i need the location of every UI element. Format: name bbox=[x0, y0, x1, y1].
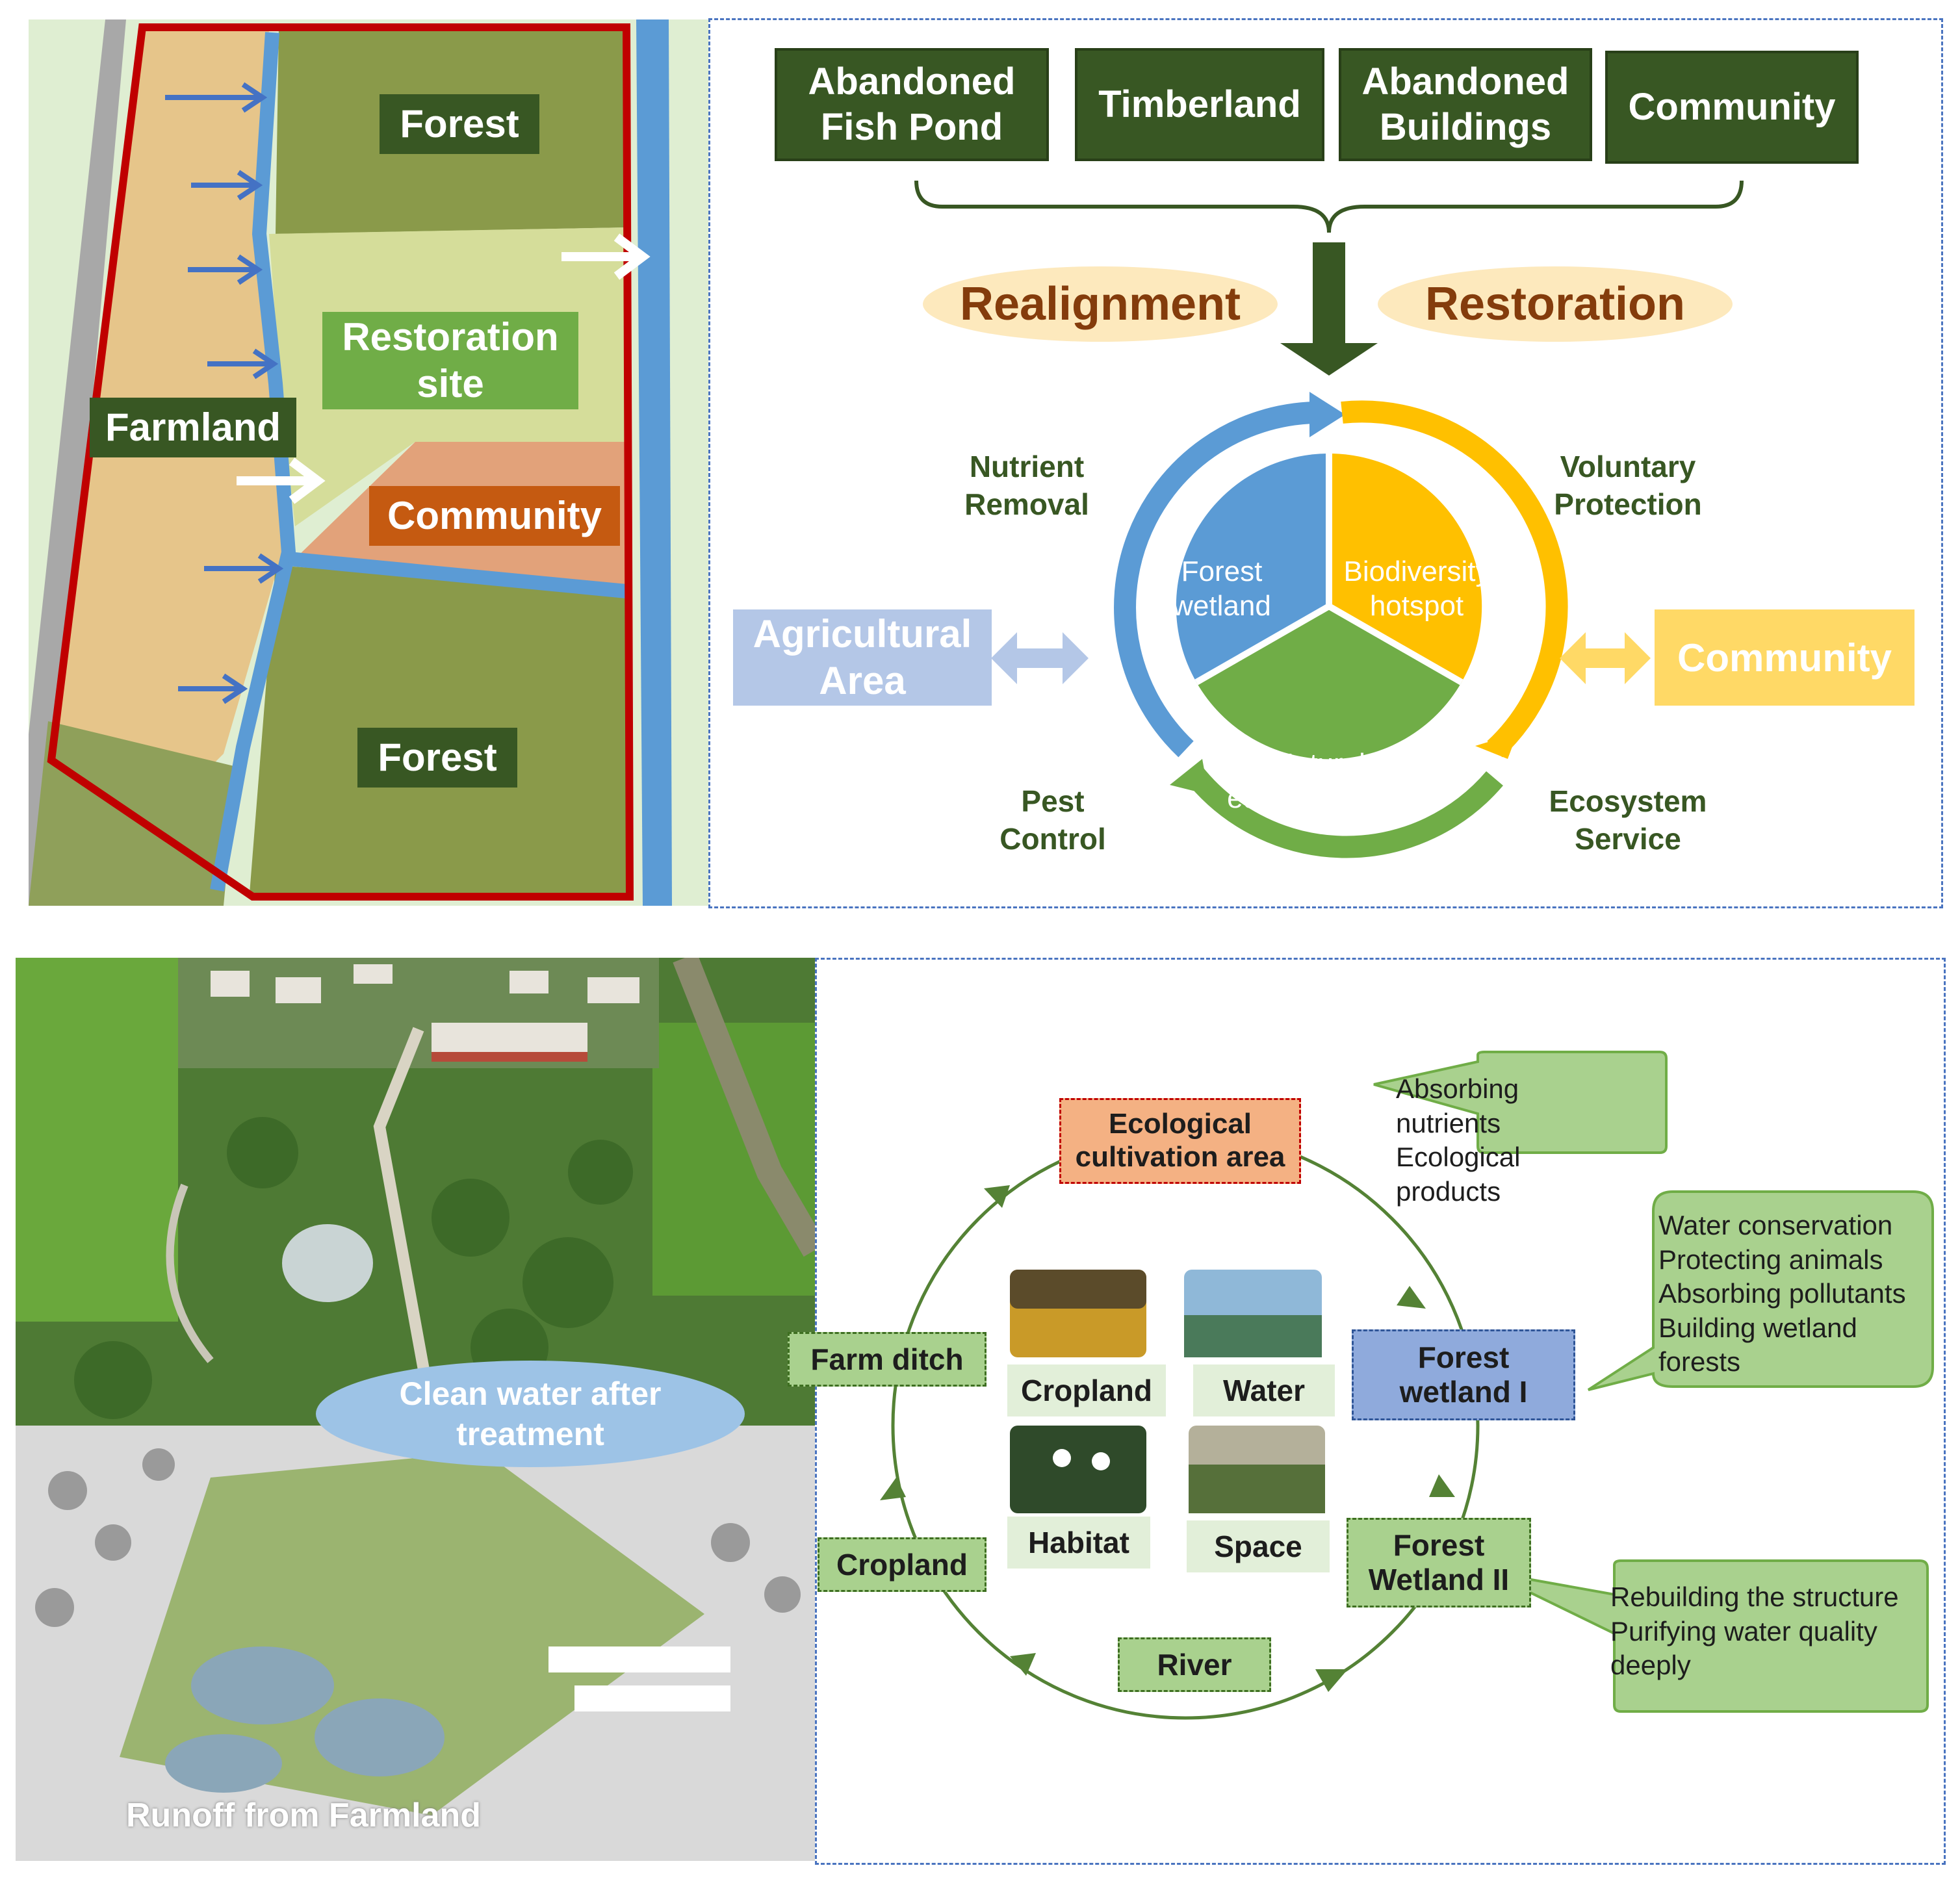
tile-cropland-image bbox=[1010, 1270, 1146, 1357]
callout-middle bbox=[1587, 1190, 1934, 1391]
label-voluntary-protection: Voluntary Protection bbox=[1554, 450, 1702, 521]
tile-label-water: Water bbox=[1193, 1364, 1335, 1416]
flow-arrows-white bbox=[237, 233, 651, 504]
site-map: Forest Restoration site Farmland Communi… bbox=[29, 19, 708, 906]
site-map-graphic bbox=[29, 19, 708, 906]
cycle-pie bbox=[1114, 392, 1568, 858]
pie-label-forest-wetland: Forest wetland bbox=[1172, 556, 1271, 622]
tile-habitat-image bbox=[1010, 1426, 1146, 1513]
tile-label-space: Space bbox=[1187, 1520, 1330, 1572]
runoff-label: Runoff from Farmland bbox=[126, 1797, 481, 1834]
down-arrow bbox=[1280, 242, 1378, 376]
map-label-forest-top: Forest bbox=[380, 94, 539, 154]
tile-water-image bbox=[1184, 1270, 1322, 1357]
community-double-arrow bbox=[1560, 632, 1651, 684]
grouping-brace bbox=[914, 180, 1744, 233]
top-right-graphics bbox=[914, 180, 1744, 858]
realignment-oval: Realignment bbox=[923, 266, 1278, 342]
callout-middle-text: Water conservation Protecting animals Ab… bbox=[1658, 1210, 1906, 1377]
runoff-arrows bbox=[165, 82, 284, 704]
bottom-right-panel bbox=[815, 958, 1946, 1865]
flow-circle bbox=[891, 1131, 1480, 1720]
map-label-farmland: Farmland bbox=[90, 398, 296, 457]
node-farm-ditch: Farm ditch bbox=[788, 1332, 986, 1387]
flow-arrowheads bbox=[880, 1185, 1455, 1692]
source-timberland: Timberland bbox=[1075, 48, 1324, 161]
tile-label-habitat: Habitat bbox=[1007, 1517, 1150, 1569]
pie-label-biodiversity-hotspot: Biodiversity hotspot bbox=[1343, 556, 1490, 622]
map-label-forest-bottom: Forest bbox=[357, 728, 517, 788]
callout-bottom-text: Rebuilding the structure Purifying water… bbox=[1610, 1582, 1899, 1680]
top-right-panel bbox=[708, 18, 1943, 908]
node-forest-wetland-i: Forest wetland I bbox=[1352, 1329, 1575, 1420]
map-label-restoration-site: Restoration site bbox=[322, 312, 578, 409]
source-community: Community bbox=[1605, 51, 1859, 164]
node-ecological-cultivation-area: Ecological cultivation area bbox=[1059, 1098, 1301, 1184]
node-cropland: Cropland bbox=[818, 1537, 986, 1592]
label-nutrient-removal: Nutrient Removal bbox=[964, 450, 1089, 521]
node-forest-wetland-ii: Forest Wetland II bbox=[1347, 1518, 1531, 1608]
node-river: River bbox=[1118, 1637, 1271, 1692]
tile-label-cropland: Cropland bbox=[1007, 1364, 1166, 1416]
aerial-photo-graphic bbox=[16, 958, 815, 1861]
clean-water-oval: Clean water after treatment bbox=[316, 1361, 745, 1467]
label-ecosystem-service: Ecosystem Service bbox=[1549, 784, 1707, 856]
source-abandoned-buildings: Abandoned Buildings bbox=[1339, 48, 1592, 161]
callout-bottom bbox=[1487, 1559, 1929, 1713]
map-label-community: Community bbox=[369, 486, 620, 546]
aerial-photo: Clean water after treatment Runoff from … bbox=[16, 958, 815, 1861]
pie-label-natural-education: Natural education field bbox=[1227, 748, 1412, 814]
flow-cycle-graphic bbox=[880, 1051, 1934, 1720]
agri-double-arrow bbox=[991, 632, 1089, 684]
agricultural-area-box: Agricultural Area bbox=[733, 609, 992, 706]
callout-top-text: Absorbing nutrients Ecological products bbox=[1396, 1073, 1521, 1207]
tile-space-image bbox=[1189, 1426, 1325, 1513]
restoration-oval: Restoration bbox=[1378, 266, 1733, 342]
community-box: Community bbox=[1655, 609, 1915, 706]
source-abandoned-fish-pond: Abandoned Fish Pond bbox=[775, 48, 1049, 161]
callout-top bbox=[1373, 1051, 1668, 1154]
label-pest-control: Pest Control bbox=[999, 784, 1106, 856]
